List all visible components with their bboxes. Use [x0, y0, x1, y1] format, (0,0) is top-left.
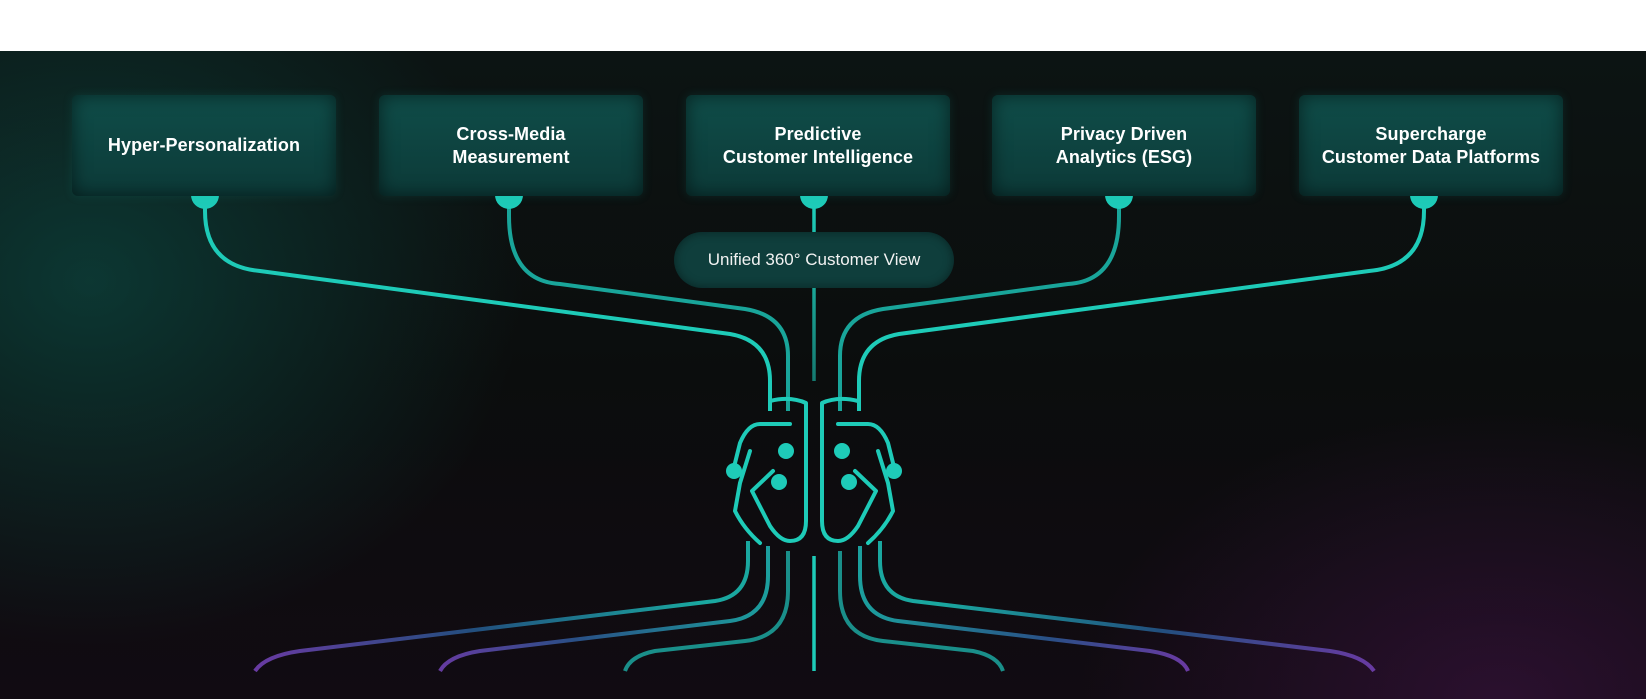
circuit-node: [841, 474, 857, 490]
card-predictive-customer-intelligence: Predictive Customer Intelligence: [686, 95, 950, 196]
connector-line: [507, 191, 790, 411]
connector-line: [253, 541, 750, 673]
card-label: Customer Data Platforms: [1321, 146, 1541, 167]
connector-line: [838, 191, 1121, 411]
card-label: Privacy Driven: [1060, 123, 1188, 144]
hub-pill: Unified 360° Customer View: [674, 232, 954, 288]
card-supercharge-cdp: Supercharge Customer Data Platforms: [1299, 95, 1563, 196]
connector-line: [838, 551, 1005, 672]
card-label: Supercharge: [1375, 123, 1487, 144]
brain-circuit-icon: [731, 396, 897, 545]
card-label: Analytics (ESG): [1055, 146, 1193, 167]
circuit-node: [778, 443, 794, 459]
card-label: Cross-Media: [456, 123, 566, 144]
connector-line: [857, 191, 1426, 411]
card-label: Customer Intelligence: [722, 146, 914, 167]
circuit-node: [771, 474, 787, 490]
connector-line: [878, 541, 1376, 673]
circuit-node: [834, 443, 850, 459]
connector-line: [623, 551, 790, 672]
card-label: Measurement: [452, 146, 570, 167]
card-cross-media-measurement: Cross-Media Measurement: [379, 95, 643, 196]
connector-line: [438, 546, 770, 673]
connector-line: [858, 546, 1190, 672]
card-label: Predictive: [774, 123, 862, 144]
diagram-canvas: Hyper-Personalization Cross-Media Measur…: [0, 51, 1646, 699]
connector-line: [203, 191, 772, 411]
card-hyper-personalization: Hyper-Personalization: [72, 95, 336, 196]
card-label: Hyper-Personalization: [107, 135, 301, 155]
circuit-node: [886, 463, 902, 479]
circuit-node: [726, 463, 742, 479]
card-privacy-driven-analytics: Privacy Driven Analytics (ESG): [992, 95, 1256, 196]
